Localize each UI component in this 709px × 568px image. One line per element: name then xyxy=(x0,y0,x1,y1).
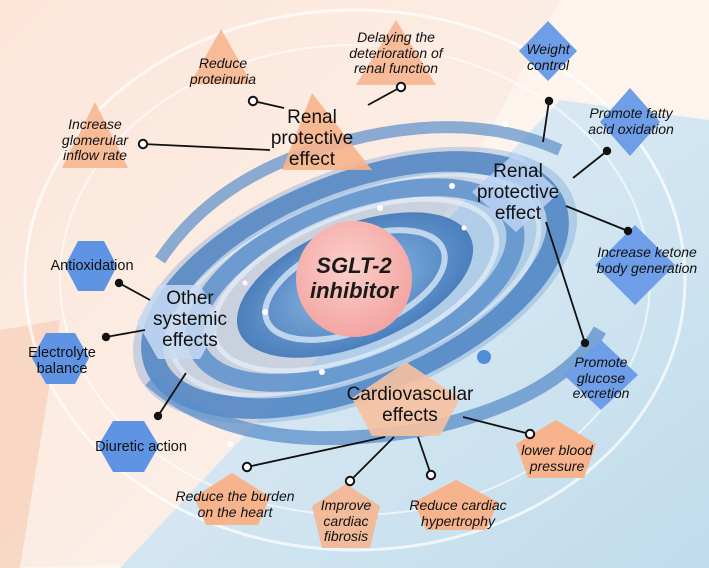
deterioration-triangle xyxy=(356,20,436,85)
glomerular-triangle xyxy=(62,102,128,168)
renal-right-diamond xyxy=(472,152,560,232)
center-label-line1: SGLT-2 xyxy=(316,253,392,278)
burden-line1: Reduce the burden xyxy=(175,488,295,504)
electrolyte-line2: balance xyxy=(36,361,88,378)
bp-label: lower blood pressure xyxy=(514,442,600,474)
renal-left-title-line3: effect xyxy=(288,148,336,170)
hypertrophy-pentagon xyxy=(414,480,498,530)
glomerular-line3: inflow rate xyxy=(63,147,127,164)
renal-left-title-line2: protective xyxy=(270,127,354,149)
renal-right-title-line2: protective xyxy=(476,181,560,203)
fatty-acid-line1: Promote fatty xyxy=(589,105,673,121)
bp-line1: lower blood xyxy=(521,442,593,458)
fibrosis-pentagon xyxy=(312,484,380,548)
renal-left-triangle xyxy=(282,93,372,170)
fibrosis-line2: cardiac xyxy=(323,512,369,529)
ketone-label: Increase ketone body generation xyxy=(588,244,706,276)
deterioration-line2: deterioration of xyxy=(349,44,443,61)
proteinuria-triangle xyxy=(190,29,252,84)
bp-pentagon xyxy=(516,420,596,478)
fibrosis-line3: fibrosis xyxy=(323,528,369,545)
center-label-line2: inhibitor xyxy=(310,278,398,304)
cardio-title-line2: effects xyxy=(382,404,438,426)
glomerular-label: Increase glomerular inflow rate xyxy=(52,116,138,164)
deterioration-line1: Delaying the xyxy=(357,29,435,45)
weight-line1: Weight xyxy=(526,41,570,57)
fatty-acid-diamond xyxy=(600,88,660,156)
electrolyte-label: Electrolyte balance xyxy=(14,345,110,377)
fatty-acid-line2: acid oxidation xyxy=(588,120,674,137)
spiral-arm-upper xyxy=(155,121,563,264)
renal-right-title-line3: effect xyxy=(494,202,542,224)
systemic-hexagon xyxy=(137,285,221,359)
systemic-title-line3: effects xyxy=(162,329,218,351)
electrolyte-line1: Electrolyte xyxy=(28,345,96,361)
burden-pentagon xyxy=(194,473,270,525)
outer-ring xyxy=(23,8,687,552)
electrolyte-hexagon xyxy=(32,333,89,384)
bp-line2: pressure xyxy=(529,457,585,474)
cardio-title-line1: Cardiovascular xyxy=(346,384,474,405)
burden-line2: on the heart xyxy=(197,503,273,520)
connector-dots xyxy=(101,81,633,487)
hypertrophy-line2: hypertrophy xyxy=(421,512,495,529)
diuretic-line1: Diuretic action xyxy=(95,439,187,455)
cardio-title: Cardiovascular effects xyxy=(340,384,480,427)
renal-right-title: Renal protective effect xyxy=(470,161,566,225)
deterioration-line3: renal function xyxy=(353,60,439,77)
systemic-title-line2: systemic xyxy=(153,308,227,330)
hypertrophy-line1: Reduce cardiac xyxy=(409,497,507,513)
weight-line2: control xyxy=(526,56,570,73)
hypertrophy-label: Reduce cardiac hypertrophy xyxy=(398,497,518,529)
cardio-pentagon xyxy=(352,362,460,436)
center-circle xyxy=(296,221,412,337)
glomerular-line1: Increase xyxy=(68,116,122,132)
deterioration-label: Delaying the deterioration of renal func… xyxy=(335,29,457,77)
glucose-label: Promote glucose excretion xyxy=(563,354,639,402)
glucose-line1: Promote xyxy=(574,354,628,370)
ketone-line2: body generation xyxy=(596,259,698,276)
antioxidation-label: Antioxidation xyxy=(36,258,148,274)
glomerular-line2: glomerular xyxy=(61,131,129,148)
antioxidation-line1: Antioxidation xyxy=(50,258,134,274)
fibrosis-label: Improve cardiac fibrosis xyxy=(308,497,384,545)
diuretic-hexagon xyxy=(98,421,159,472)
antioxidation-hexagon xyxy=(65,241,117,291)
proteinuria-label: Reduce proteinuria xyxy=(183,55,263,87)
renal-left-title: Renal protective effect xyxy=(264,107,360,171)
renal-left-title-line1: Renal xyxy=(287,107,337,128)
systemic-title-line1: Other xyxy=(166,288,214,309)
renal-right-title-line1: Renal xyxy=(493,161,543,182)
proteinuria-line2: proteinuria xyxy=(189,70,257,87)
glucose-line2: glucose xyxy=(576,369,626,386)
planet-dot xyxy=(477,350,491,364)
glucose-diamond xyxy=(564,340,638,410)
weight-diamond xyxy=(519,21,577,81)
ketone-line1: Increase ketone xyxy=(597,244,697,260)
ketone-diamond xyxy=(595,225,675,305)
fibrosis-line1: Improve xyxy=(320,497,372,513)
systemic-title: Other systemic effects xyxy=(142,288,238,352)
fatty-acid-label: Promote fatty acid oxidation xyxy=(578,105,684,137)
diuretic-label: Diuretic action xyxy=(80,439,202,455)
proteinuria-line1: Reduce xyxy=(198,55,248,71)
glucose-line3: excretion xyxy=(572,385,630,402)
weight-label: Weight control xyxy=(518,41,578,73)
connector-lines xyxy=(105,86,629,482)
center-label: SGLT-2 inhibitor xyxy=(296,253,412,304)
burden-label: Reduce the burden on the heart xyxy=(172,488,298,520)
